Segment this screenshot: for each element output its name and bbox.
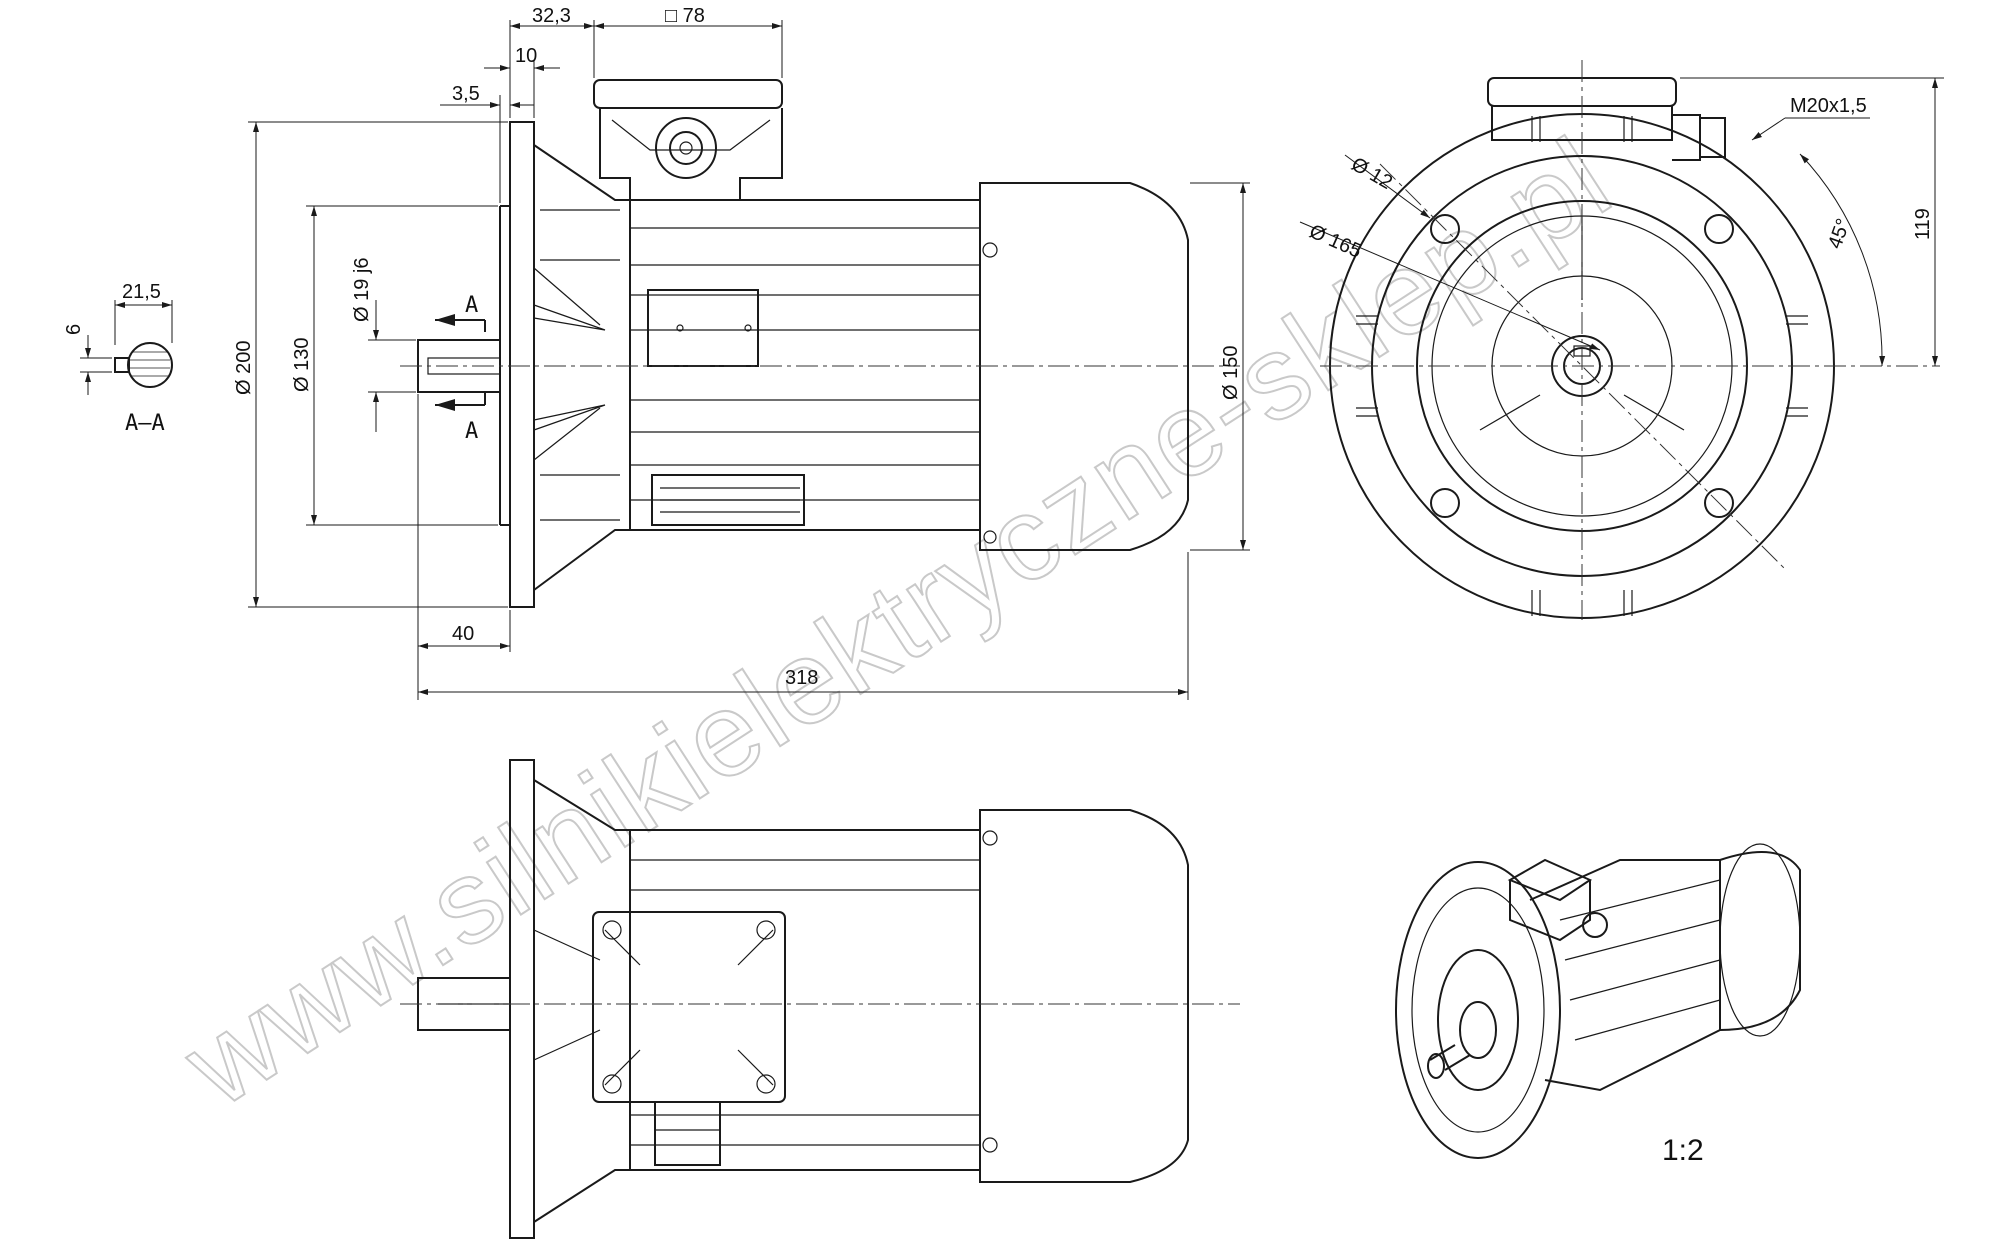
section-a-a-view: 21,5 6 A–A [63, 281, 173, 436]
motor-side-view: A A 32,3 □ 78 10 3,5 Ø 200 Ø 130 [233, 5, 1250, 700]
dim-119: 119 [1912, 208, 1934, 240]
flange-plate [509, 121, 535, 608]
dim-21-5: 21,5 [122, 281, 161, 303]
top-housing [629, 829, 981, 1171]
key-slot [114, 357, 130, 373]
section-mark-top: A [465, 293, 478, 318]
section-mark-bottom: A [465, 419, 478, 444]
dim-40: 40 [452, 623, 474, 645]
dim-10: 10 [515, 45, 537, 67]
iso-fan-cover [1719, 851, 1801, 1031]
cable-gland [655, 117, 717, 179]
shaft-section-circle [127, 342, 173, 388]
nameplate-small [647, 289, 759, 367]
motor-front-view: 119 M20x1,5 45° Ø 12 Ø 165 [1299, 60, 1944, 620]
terminal-box-lid [593, 79, 783, 109]
front-cable-gland [1672, 114, 1701, 161]
dim-dia-200: Ø 200 [233, 341, 255, 395]
dim-318: 318 [785, 667, 818, 689]
dim-dia-130: Ø 130 [291, 338, 313, 392]
motor-isometric-view: 1:2 [1395, 843, 1801, 1167]
iso-flange [1395, 861, 1561, 1159]
dim-dia-165: Ø 165 [1306, 220, 1365, 262]
dim-dia-150: Ø 150 [1220, 346, 1242, 400]
fan-cover [979, 182, 1189, 551]
dim-3-5: 3,5 [452, 83, 480, 105]
iso-terminal-box [1507, 858, 1593, 902]
iso-shaft [1427, 1053, 1445, 1079]
dim-square-78: □ 78 [665, 5, 705, 27]
top-terminal-box [592, 911, 786, 1103]
section-name: A–A [125, 411, 165, 436]
flange-ribs [1356, 116, 1808, 616]
dim-32-3: 32,3 [532, 5, 571, 27]
top-cable-gland [654, 1102, 721, 1166]
bolt-holes [1430, 214, 1734, 518]
dim-6: 6 [63, 324, 85, 335]
top-fan-cover [979, 809, 1189, 1183]
motor-top-view [400, 759, 1240, 1239]
nameplate [651, 474, 805, 526]
dim-m20x1-5: M20x1,5 [1790, 95, 1867, 117]
dim-45-deg: 45° [1824, 216, 1855, 252]
scale-label: 1:2 [1662, 1134, 1704, 1167]
dim-dia-19-j6: Ø 19 j6 [351, 258, 373, 322]
